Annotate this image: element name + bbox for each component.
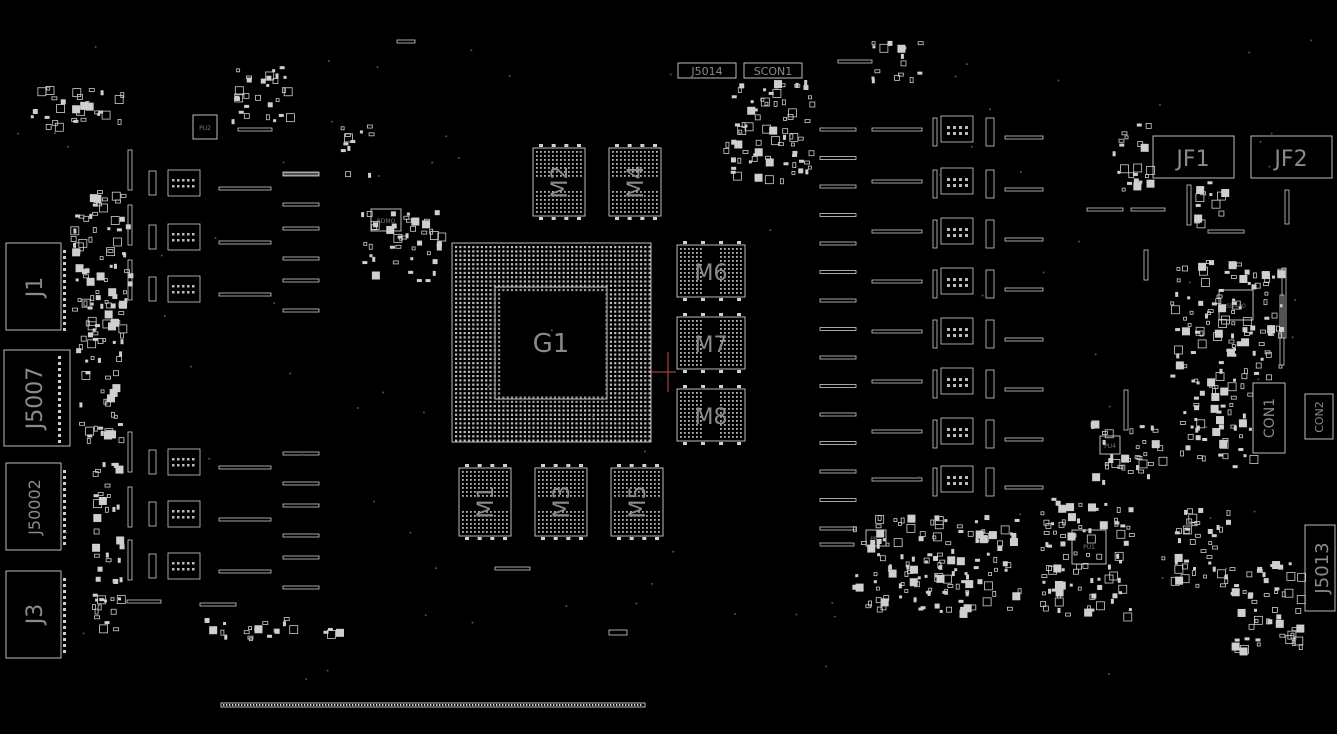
- memory-m6-label: M6: [695, 261, 728, 286]
- memory-m1-label: M1: [474, 486, 499, 519]
- memory-m3-label: M3: [550, 486, 575, 519]
- via-dots: [17, 39, 1320, 681]
- vrm-right-phase-array: [819, 115, 1044, 531]
- connector-j5014-label: J5014: [690, 65, 722, 78]
- connector-j3[interactable]: J3: [5, 570, 66, 659]
- memory-m3[interactable]: M3: [534, 464, 588, 540]
- connector-j50002-label: J50002: [25, 479, 44, 536]
- connector-j5013-label: J5013: [1312, 542, 1333, 594]
- connector-j5007[interactable]: J5007: [3, 349, 71, 447]
- memory-m7[interactable]: M7: [676, 313, 746, 373]
- component-rdmo-label: RDMO: [377, 218, 396, 225]
- gpu-g1[interactable]: G1: [451, 242, 676, 443]
- component-pu1-label: PU1: [1083, 544, 1095, 551]
- component-rdmo[interactable]: RDMO: [370, 208, 402, 232]
- connector-jf1-label: JF1: [1174, 147, 1209, 172]
- connector-j5013[interactable]: J5013: [1304, 524, 1336, 612]
- gpu-label: G1: [533, 329, 570, 359]
- memory-m7-label: M7: [695, 333, 728, 358]
- connector-con2-label: CON2: [1313, 401, 1326, 433]
- component-su400-label: SU400: [1226, 303, 1246, 310]
- connector-j1[interactable]: J1: [5, 242, 66, 331]
- connector-scon1-label: SCON1: [754, 65, 793, 78]
- memory-m8[interactable]: M8: [676, 385, 746, 445]
- memory-m2-label: M2: [548, 166, 573, 199]
- vrm-left-phase-array: [127, 127, 320, 590]
- memory-m4[interactable]: M4: [608, 144, 662, 220]
- passive-components: [30, 39, 1307, 656]
- component-pr1[interactable]: PR1: [865, 529, 887, 547]
- pcie-edge-fingers: [220, 702, 646, 708]
- component-pu4-label: PU4: [1104, 443, 1116, 450]
- connector-j50002[interactable]: J50002: [5, 462, 66, 551]
- connector-con1-label: CON1: [1262, 398, 1278, 438]
- connector-j3-label: J3: [23, 604, 48, 627]
- connector-j5007-label: J5007: [23, 367, 48, 431]
- memory-m8-label: M8: [695, 405, 728, 430]
- memory-m1[interactable]: M1: [458, 464, 512, 540]
- component-pu4[interactable]: PU4: [1099, 435, 1121, 455]
- component-pu2[interactable]: PU2: [192, 114, 218, 140]
- connector-jf1[interactable]: JF1: [1152, 135, 1235, 179]
- memory-m5-label: M5: [626, 486, 651, 519]
- connector-con1[interactable]: CON1: [1252, 382, 1286, 454]
- connector-con2[interactable]: CON2: [1304, 393, 1334, 440]
- connector-jf2-label: JF2: [1272, 147, 1307, 172]
- connector-scon1[interactable]: SCON1: [743, 62, 803, 79]
- connector-jf2[interactable]: JF2: [1250, 135, 1333, 179]
- component-pu2-label: PU2: [199, 125, 211, 132]
- memory-m6[interactable]: M6: [676, 241, 746, 301]
- component-pr1-label: PR1: [870, 536, 882, 543]
- memory-m2[interactable]: M2: [532, 144, 586, 220]
- connector-j5014[interactable]: J5014: [677, 62, 737, 79]
- connector-j1-label: J1: [23, 277, 48, 300]
- memory-m4-label: M4: [624, 166, 649, 199]
- memory-m5[interactable]: M5: [610, 464, 664, 540]
